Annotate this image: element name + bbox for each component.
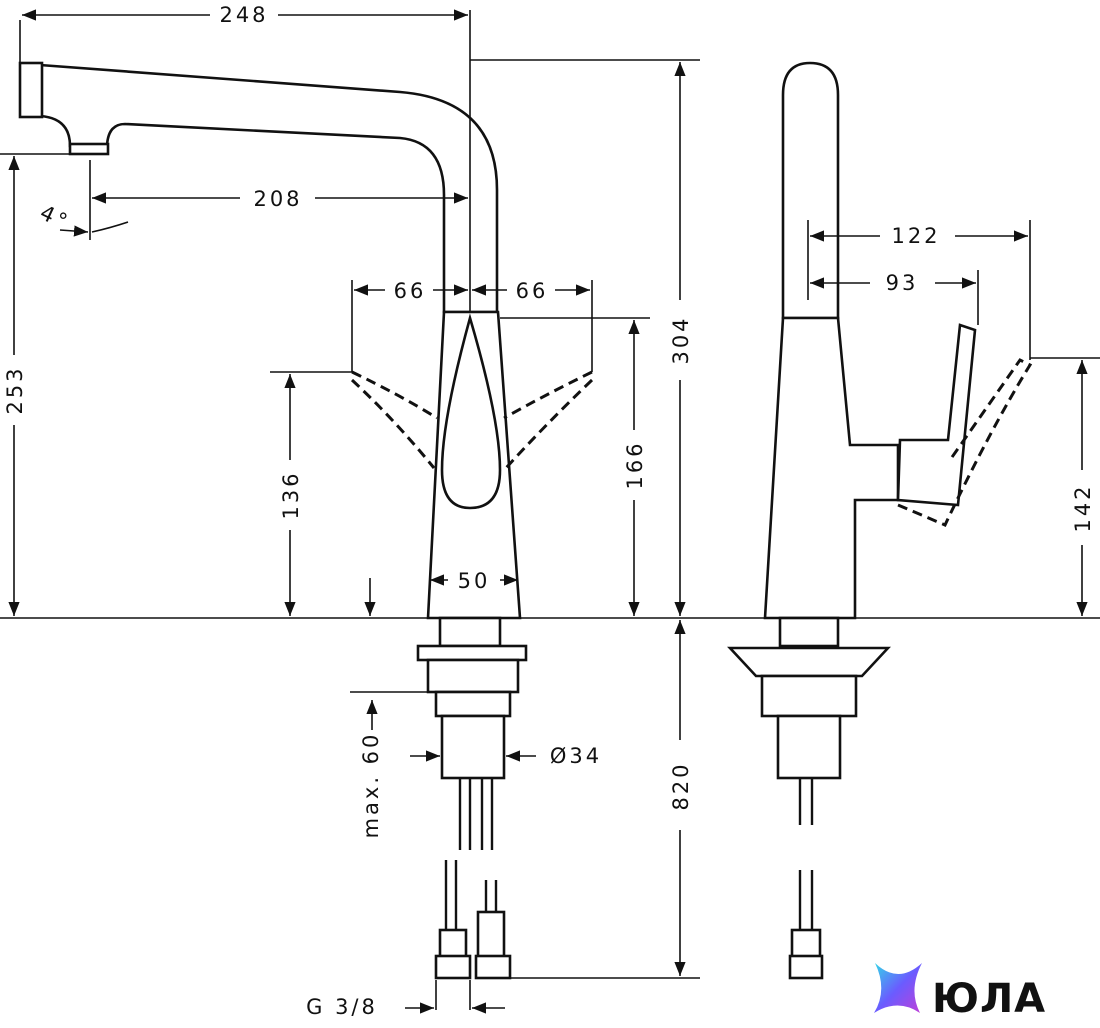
dim-lever-height-right: 166 xyxy=(623,440,647,489)
lever-right-position xyxy=(503,370,593,420)
base-plate xyxy=(416,644,528,662)
dim-angle: 4° xyxy=(36,200,73,234)
hose-fitting-right xyxy=(476,910,506,960)
base-collar xyxy=(438,616,502,648)
mount-nut xyxy=(434,690,512,718)
side-collar xyxy=(778,616,840,648)
side-washer xyxy=(760,674,858,718)
dim-spout-reach: 248 xyxy=(219,3,268,27)
dim-base-width: 50 xyxy=(458,569,491,593)
hose-fitting-left xyxy=(438,928,468,960)
dim-outlet-height: 253 xyxy=(3,365,27,414)
dim-connection: G 3/8 xyxy=(306,995,378,1019)
lever-right-position-2 xyxy=(504,378,594,470)
lever-left-position-2 xyxy=(350,378,436,469)
dim-hose-length: 820 xyxy=(669,761,693,810)
side-hose-fitting xyxy=(790,928,822,960)
dim-lever-right: 66 xyxy=(516,279,549,303)
dim-hole-diameter: Ø34 xyxy=(550,744,602,768)
lever-handle xyxy=(440,313,502,510)
dim-lever-height-left: 136 xyxy=(279,470,303,519)
front-view-faucet xyxy=(18,61,594,980)
side-shank xyxy=(776,714,842,780)
spout xyxy=(38,63,499,314)
side-lever-alt-position xyxy=(897,358,1033,527)
hoses xyxy=(444,778,498,930)
mount-washer xyxy=(426,658,520,694)
logo-star-icon xyxy=(874,963,922,1013)
brand-logo: ЮЛА xyxy=(874,963,1046,1022)
hose-nut-right xyxy=(474,954,512,980)
logo-text: ЮЛА xyxy=(932,976,1046,1022)
side-hoses xyxy=(798,778,814,930)
dim-spout-inner: 208 xyxy=(253,187,302,211)
dim-max-deck: max. 60 xyxy=(359,732,383,839)
mount-shank xyxy=(440,714,506,780)
spout-cap xyxy=(18,61,44,119)
dimension-arrows xyxy=(8,9,1088,1014)
reference-lines xyxy=(0,10,1100,1010)
aerator xyxy=(68,142,110,156)
dim-total-height: 304 xyxy=(669,315,693,364)
side-hose-nut xyxy=(788,954,824,980)
dim-lever-left: 66 xyxy=(394,279,427,303)
dim-side-lever-height: 142 xyxy=(1071,483,1095,532)
lever-left-position xyxy=(351,370,438,420)
dim-side-reach-outer: 122 xyxy=(891,224,940,248)
side-lever xyxy=(896,323,977,507)
side-base-plate xyxy=(727,646,891,678)
side-view-faucet xyxy=(727,61,1033,980)
hose-nut-left xyxy=(434,954,472,980)
side-body xyxy=(763,316,900,620)
side-spout xyxy=(781,61,840,320)
dim-side-reach-inner: 93 xyxy=(886,271,919,295)
